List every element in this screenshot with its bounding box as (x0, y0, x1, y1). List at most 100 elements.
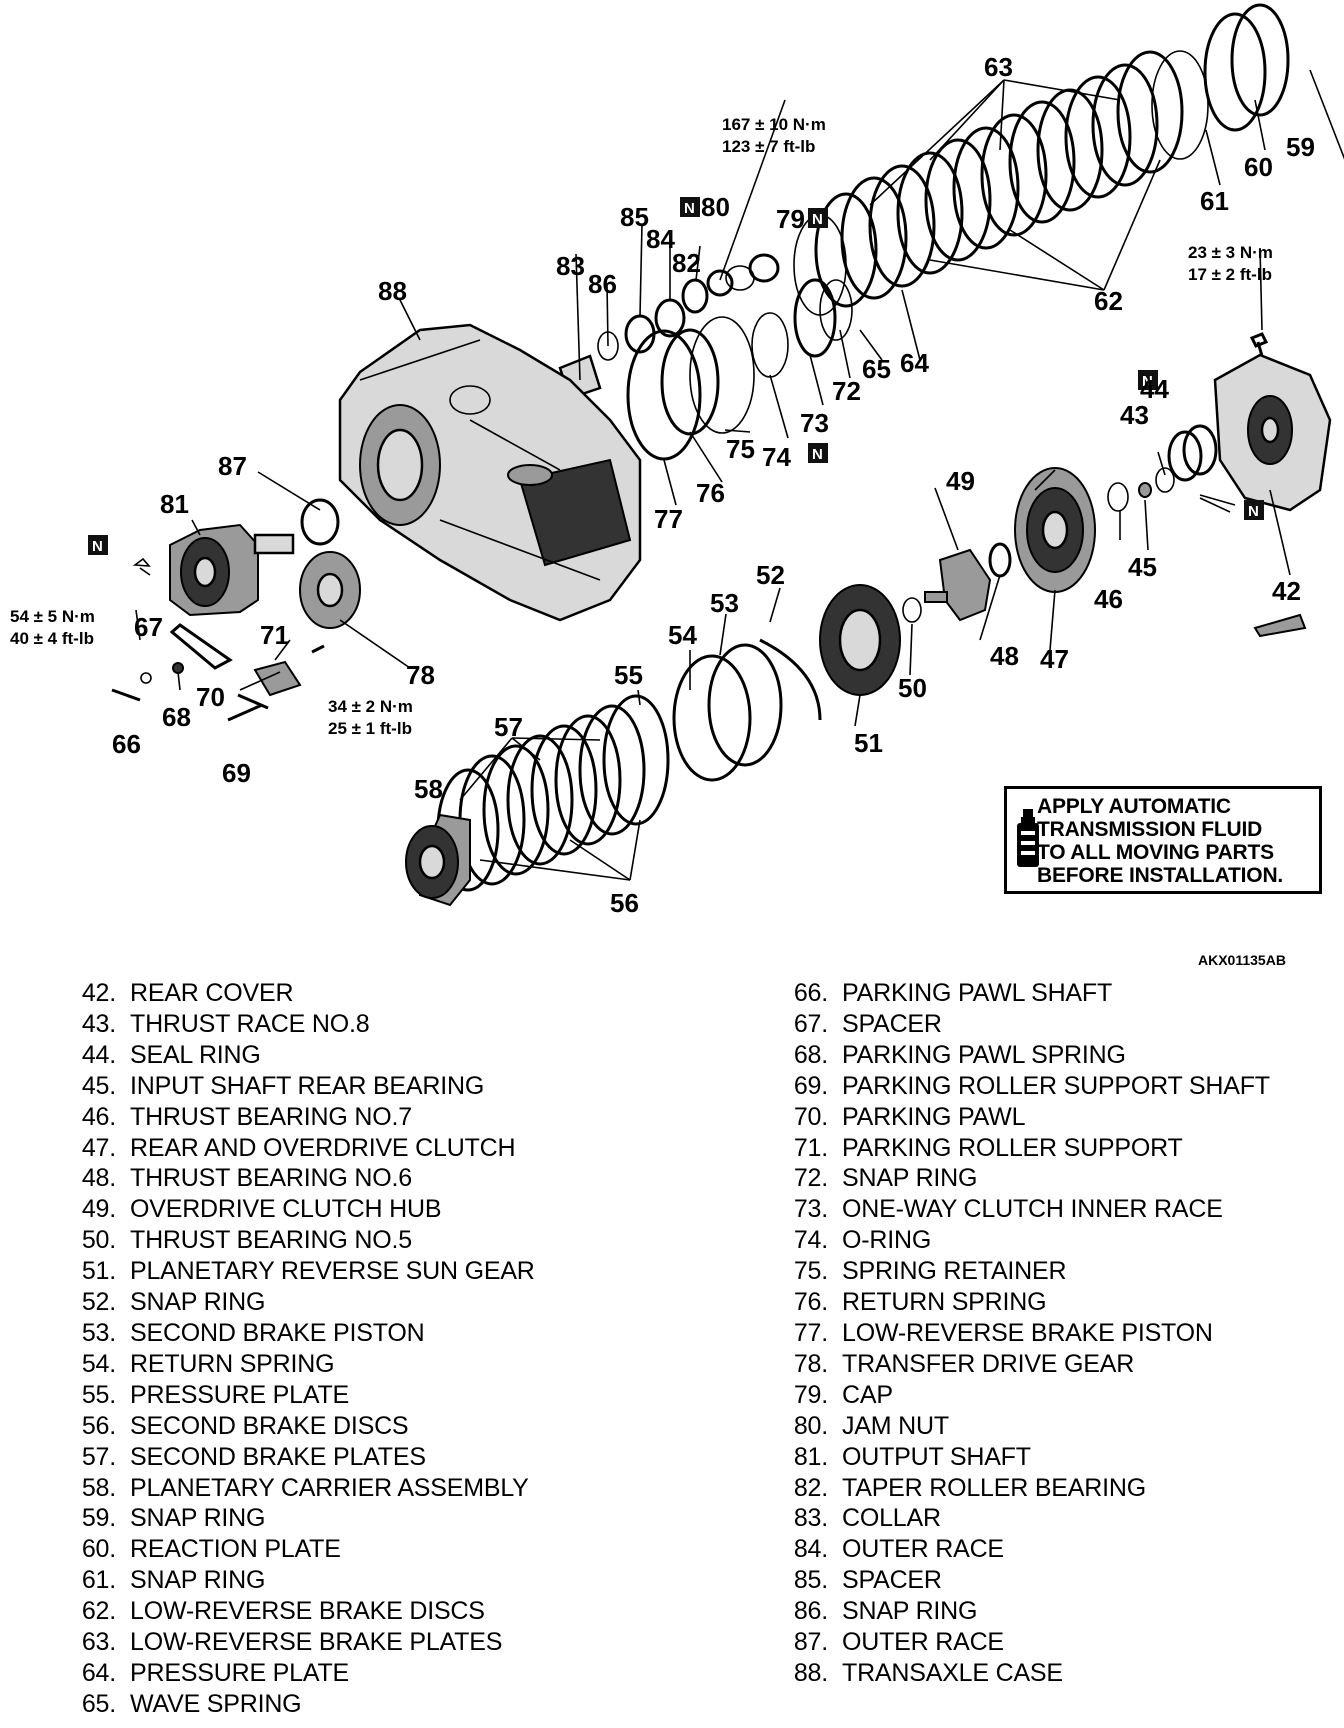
new-part-marker-44: N (1138, 370, 1158, 390)
torque-parking-roller-nm: 34 ± 2 N·m (328, 697, 413, 716)
legend-item-name: LOW-REVERSE BRAKE DISCS (130, 1597, 485, 1626)
callout-84: 84 (646, 224, 675, 254)
legend-item-number: 49. (81, 1195, 116, 1224)
legend-item-number: 44. (81, 1040, 116, 1069)
callout-78: 78 (406, 660, 435, 690)
callout-66: 66 (112, 729, 141, 759)
legend-item-name: TRANSFER DRIVE GEAR (842, 1349, 1135, 1378)
legend-item-name: SPRING RETAINER (842, 1257, 1067, 1286)
callout-71: 71 (260, 620, 289, 650)
legend-item: 46.THRUST BEARING NO.7 (50, 1102, 770, 1133)
legend-item-number: 83. (793, 1504, 828, 1533)
torque-jam-nut-ftlb: 123 ± 7 ft-lb (722, 137, 815, 156)
legend-item-number: 55. (81, 1380, 116, 1409)
legend-item-name: OUTER RACE (842, 1628, 1004, 1657)
transaxle-case-drawing (300, 323, 642, 622)
atf-note-box: APPLY AUTOMATIC TRANSMISSION FLUID TO AL… (1004, 786, 1322, 894)
legend-item: 86.SNAP RING (762, 1596, 1342, 1627)
legend-item: 83.COLLAR (762, 1503, 1342, 1534)
legend-item-number: 78. (793, 1349, 828, 1378)
legend-item-number: 66. (793, 979, 828, 1007)
legend-item-number: 84. (793, 1535, 828, 1564)
torque-output-shaft-nm: 54 ± 5 N·m (10, 607, 95, 626)
legend-item-number: 80. (793, 1411, 828, 1440)
callout-74: 74 (762, 442, 791, 472)
svg-text:N: N (684, 200, 695, 217)
legend-item-number: 85. (793, 1566, 828, 1595)
callout-60: 60 (1244, 152, 1273, 182)
legend-item-name: JAM NUT (842, 1411, 949, 1440)
callout-47: 47 (1040, 644, 1069, 674)
callout-76: 76 (696, 478, 725, 508)
legend-item-number: 79. (793, 1380, 828, 1409)
new-part-marker-81: N (88, 535, 108, 555)
callout-68: 68 (162, 702, 191, 732)
new-part-marker-74: N (808, 443, 828, 463)
callout-62: 62 (1094, 286, 1123, 316)
legend-item-name: PARKING ROLLER SUPPORT (842, 1133, 1183, 1162)
legend-item: 52.SNAP RING (50, 1287, 770, 1318)
legend-item-name: PRESSURE PLATE (130, 1380, 350, 1409)
callout-65: 65 (862, 354, 891, 384)
legend-item: 49.OVERDRIVE CLUTCH HUB (50, 1194, 770, 1225)
callout-88: 88 (378, 276, 407, 306)
legend-item: 72.SNAP RING (762, 1163, 1342, 1194)
torque-rear-cover-ftlb: 17 ± 2 ft-lb (1188, 265, 1272, 284)
legend-item-number: 43. (81, 1009, 116, 1038)
legend-item-number: 77. (793, 1318, 828, 1347)
legend-item-number: 64. (81, 1658, 116, 1687)
legend-item: 58. PLANETARY CARRIER ASSEMBLY (50, 1473, 770, 1504)
new-part-marker-79: N (808, 208, 828, 228)
callout-42: 42 (1272, 576, 1301, 606)
legend-item-name: PLANETARY CARRIER ASSEMBLY (130, 1473, 529, 1502)
svg-text:N: N (812, 211, 823, 228)
callout-48: 48 (990, 641, 1019, 671)
legend-item: 69. PARKING ROLLER SUPPORT SHAFT (762, 1071, 1342, 1102)
legend-item-name: SECOND BRAKE PLATES (130, 1442, 426, 1471)
callout-81: 81 (160, 489, 189, 519)
torque-parking-roller-ftlb: 25 ± 1 ft-lb (328, 719, 412, 738)
legend-item: 82.TAPER ROLLER BEARING (762, 1473, 1342, 1504)
legend-item-name: PARKING PAWL SHAFT (842, 979, 1113, 1007)
legend-item: 77.LOW-REVERSE BRAKE PISTON (762, 1318, 1342, 1349)
atf-note-line-3: TO ALL MOVING PARTS (1037, 841, 1274, 864)
svg-text:N: N (1142, 373, 1153, 390)
legend-item-number: 88. (793, 1658, 828, 1687)
legend-item: 47.REAR AND OVERDRIVE CLUTCH (50, 1133, 770, 1164)
legend-item-name: SECOND BRAKE DISCS (130, 1411, 409, 1440)
legend-item: 57. SECOND BRAKE PLATES (50, 1442, 770, 1473)
legend-item-number: 69. (793, 1071, 828, 1100)
legend-item-number: 58. (81, 1473, 116, 1502)
callout-63: 63 (984, 52, 1013, 82)
legend-item-number: 57. (81, 1442, 116, 1471)
legend-item-name: SPACER (842, 1009, 942, 1038)
legend-item: 88.TRANSAXLE CASE (762, 1658, 1342, 1689)
callout-49: 49 (946, 466, 975, 496)
svg-text:N: N (812, 446, 823, 463)
legend-item: 62.LOW-REVERSE BRAKE DISCS (50, 1596, 770, 1627)
callout-73: 73 (800, 408, 829, 438)
atf-note-line-4: BEFORE INSTALLATION. (1037, 864, 1284, 887)
legend-item: 64.PRESSURE PLATE (50, 1658, 770, 1689)
callout-52: 52 (756, 560, 785, 590)
legend-item: 76.RETURN SPRING (762, 1287, 1342, 1318)
legend-item-number: 52. (81, 1288, 116, 1317)
legend-item: 42.REAR COVER (50, 978, 770, 1009)
legend-item: 68.PARKING PAWL SPRING (762, 1040, 1342, 1071)
legend-item-number: 47. (81, 1133, 116, 1162)
callout-46: 46 (1094, 584, 1123, 614)
second-brake-pack-drawing (405, 694, 670, 907)
legend-item-number: 81. (793, 1442, 828, 1471)
legend-item-name: PARKING ROLLER SUPPORT SHAFT (842, 1071, 1270, 1100)
legend-item-name: TAPER ROLLER BEARING (842, 1473, 1146, 1502)
legend-item: 80. JAM NUT (762, 1411, 1342, 1442)
legend-item-name: O-RING (842, 1226, 932, 1255)
legend-item-number: 74. (793, 1226, 828, 1255)
legend-item-number: 67. (793, 1009, 828, 1038)
legend-item-name: THRUST BEARING NO.7 (130, 1102, 412, 1131)
callout-80: 80 (701, 192, 730, 222)
legend-item-name: SPACER (842, 1566, 942, 1595)
callout-51: 51 (854, 728, 883, 758)
legend-item: 63.LOW-REVERSE BRAKE PLATES (50, 1627, 770, 1658)
